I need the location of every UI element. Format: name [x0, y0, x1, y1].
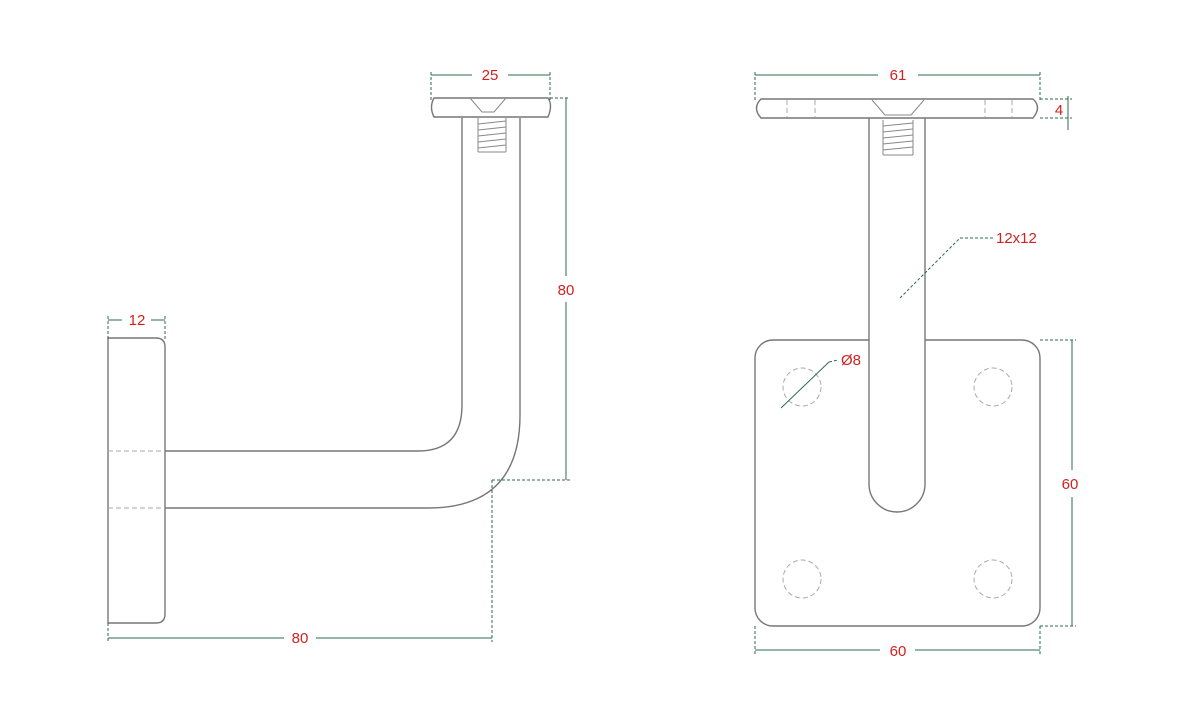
dim-label: 60	[890, 643, 907, 660]
side-view: 12 25 80 80	[107, 67, 575, 647]
front-saddle-countersink	[871, 99, 925, 116]
dim-label: 61	[890, 67, 907, 84]
side-bent-arm	[165, 118, 521, 509]
front-mounting-hole	[782, 559, 822, 599]
side-top-saddle	[430, 97, 552, 118]
side-saddle-countersink	[469, 97, 507, 113]
dim-front-saddle-width: 61	[754, 67, 1041, 100]
side-screw-thread	[477, 118, 507, 153]
front-saddle-hidden-lines	[786, 100, 1013, 117]
dim-front-bar-section: 12x12	[899, 230, 1037, 299]
dim-front-plate-height: 60	[1040, 339, 1079, 627]
dim-label: 4	[1055, 102, 1063, 119]
dim-label: 25	[482, 67, 499, 84]
dim-label: 60	[1062, 476, 1079, 493]
front-mounting-hole	[973, 367, 1013, 407]
front-view: 61 4 12x12 Ø8 60	[754, 67, 1079, 660]
dim-label: 80	[558, 282, 575, 299]
dim-side-vertical-height: 80	[492, 97, 575, 481]
dim-label: 80	[292, 630, 309, 647]
dim-label: 12x12	[996, 230, 1037, 247]
dim-label: Ø8	[841, 352, 861, 369]
dim-wall-plate-thickness: 12	[107, 312, 166, 340]
front-mounting-hole	[782, 367, 822, 407]
dim-front-saddle-thickness: 4	[1040, 96, 1072, 130]
front-mounting-hole	[973, 559, 1013, 599]
front-top-saddle	[755, 98, 1039, 119]
front-vertical-bar	[868, 118, 926, 513]
dim-side-horizontal-projection: 80	[107, 480, 493, 647]
dim-front-hole-diameter: Ø8	[780, 352, 861, 409]
dim-side-saddle-width: 25	[430, 67, 551, 100]
dim-front-plate-width: 60	[754, 626, 1041, 660]
front-screw-thread	[882, 120, 914, 156]
dim-label: 12	[129, 312, 146, 329]
side-wall-plate	[107, 337, 166, 624]
